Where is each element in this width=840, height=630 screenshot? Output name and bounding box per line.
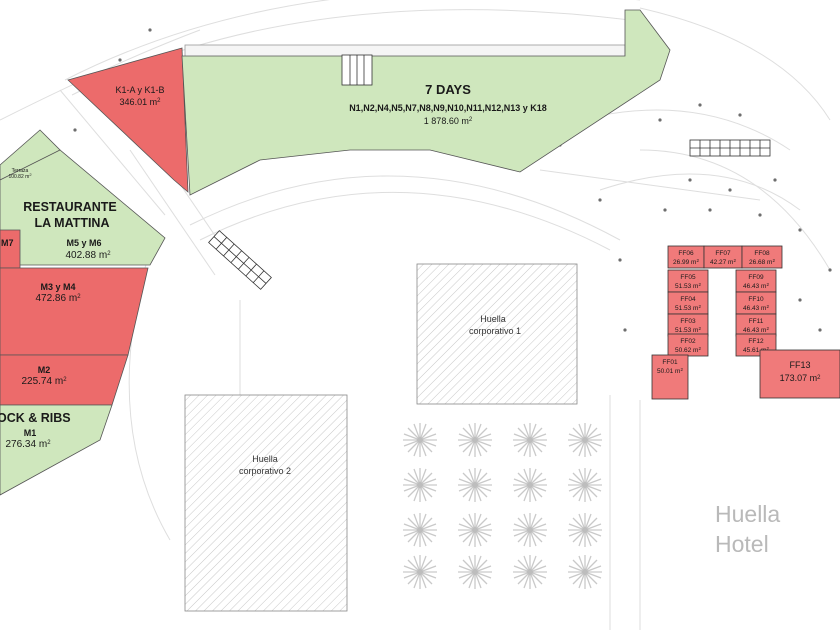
k1-name: K1-A y K1-B [115,85,164,95]
ff-unit-area: 46.43 m2 [743,282,770,290]
ff-unit-area: 46.43 m2 [743,326,770,334]
ff-unit-name: FF07 [715,250,731,257]
m2-area: 225.74 m2 [21,376,67,387]
k1-area: 346.01 m2 [120,97,162,107]
ff-unit-name: FF08 [754,250,770,257]
escalator-right [689,139,771,157]
ff-unit-name: FF03 [680,318,696,325]
ff-unit-name: FF10 [748,296,764,303]
ff-unit-area: 42.27 m2 [710,258,737,266]
ff-unit-area: 51.53 m2 [675,282,702,290]
ff-unit-ff13[interactable]: FF13 173.07 m2 [759,349,840,399]
seven-days-name: 7 DAYS [425,82,471,97]
m5m6-name: M5 y M6 [66,238,101,248]
walkway-strip [184,44,626,58]
palm-tree-icon [402,512,438,548]
ff-unit-box [741,245,783,269]
hotel-line1: Huella [715,501,780,527]
labels: K1-A y K1-B 346.01 m2 7 DAYS N1,N2,N4,N5… [0,82,780,557]
ff-unit-name: FF11 [749,318,764,325]
seven-days-area: 1 878.60 m2 [424,116,473,126]
palm-tree-icon [457,512,493,548]
palm-tree-icon [402,422,438,458]
ff-unit-name: FF05 [680,274,696,281]
seven-days-sub: N1,N2,N4,N5,N7,N8,N9,N10,N11,N12,N13 y K… [349,103,547,113]
zone-k1[interactable] [67,47,189,193]
ff-unit-area: 26.68 m2 [749,258,776,266]
palm-tree-icon [402,554,438,590]
rock-ribs-name: OCK & RIBS [0,411,71,425]
restaurante-line1: RESTAURANTE [23,200,117,214]
ff-unit-area: 51.53 m2 [675,304,702,312]
zone-restaurante[interactable] [0,149,166,266]
m7-name: M7 [1,238,14,248]
palm-tree-icon [512,512,548,548]
ff-unit-name: FF06 [678,250,694,257]
huella-corporativo-1[interactable] [416,263,578,405]
ff-unit-name: FF02 [680,338,696,345]
huella1-line1: Huella [480,314,506,324]
ff-unit-area: 46.43 m2 [743,304,770,312]
ff-unit-box [759,349,840,399]
palm-tree-icon [567,467,603,503]
ff-unit-name: FF01 [662,359,678,366]
palm-grid [402,422,603,590]
restaurante-line2: LA MATTINA [35,216,110,230]
zone-m1[interactable] [0,404,113,496]
palm-tree-icon [402,467,438,503]
m3m4-area: 472.86 m2 [35,293,81,304]
ff-unit-name: FF12 [748,338,764,345]
terraza-area: 100.82 m2 [8,172,32,180]
ff-unit-area: 173.07 m2 [780,373,822,383]
ff-unit-area: 50.62 m2 [675,346,702,354]
huella-corporativo-2[interactable] [184,394,348,612]
ff-unit-box [651,354,689,400]
staircase-top [341,54,373,86]
palm-tree-icon [567,554,603,590]
huella1-line2: corporativo 1 [469,326,521,336]
escalator-left [208,230,272,290]
ff-unit-name: FF13 [789,360,810,370]
huella2-line1: Huella [252,454,278,464]
ff-unit-area: 45.61 m2 [743,346,770,354]
palm-tree-icon [457,467,493,503]
m2-name: M2 [38,365,51,375]
ff-unit-area: 50.01 m2 [657,367,684,375]
ff-unit-name: FF09 [748,274,764,281]
zone-7days[interactable] [181,9,671,196]
ff-unit-area: 26.99 m2 [673,258,700,266]
palm-tree-icon [457,554,493,590]
palm-tree-icon [567,422,603,458]
m1-area: 276.34 m2 [5,439,51,450]
palm-tree-icon [512,467,548,503]
palm-tree-icon [512,554,548,590]
m3m4-name: M3 y M4 [40,282,75,292]
huella2-line2: corporativo 2 [239,466,291,476]
ff-unit-name: FF04 [680,296,696,303]
hotel-line2: Hotel [715,531,769,557]
palm-tree-icon [457,422,493,458]
palm-tree-icon [567,512,603,548]
zone-m7[interactable] [0,229,21,269]
palm-tree-icon [512,422,548,458]
m1-name: M1 [24,428,37,438]
ff-unit-area: 51.53 m2 [675,326,702,334]
m5m6-area: 402.88 m2 [65,250,111,261]
terraza-name: Terraza [12,168,29,174]
